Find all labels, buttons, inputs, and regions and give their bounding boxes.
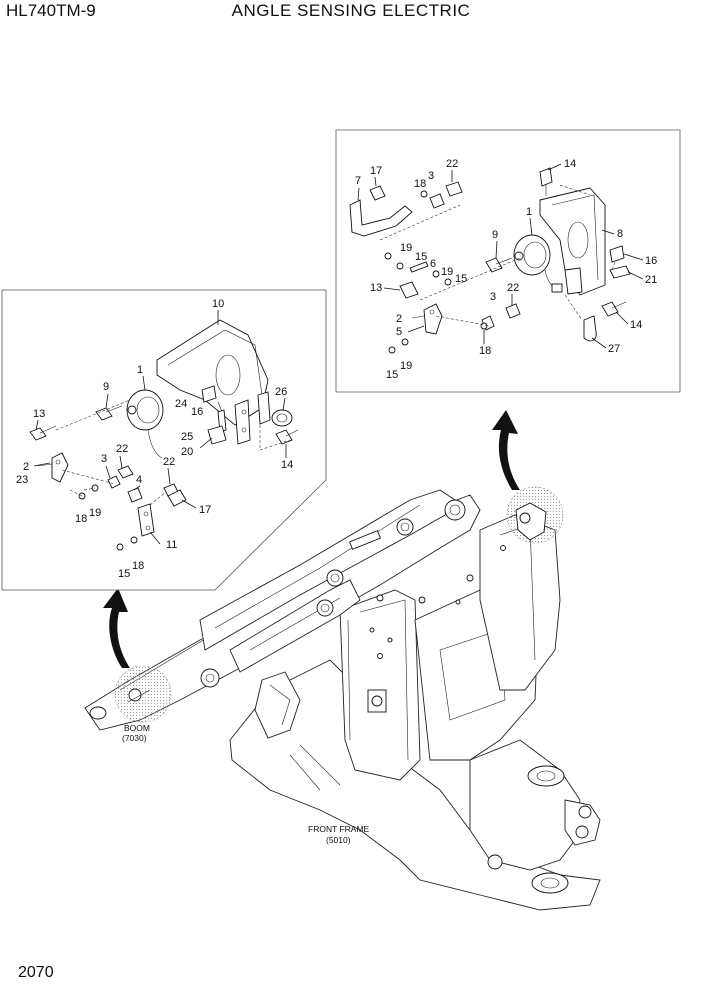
up-arrow-left [103, 588, 130, 668]
callout: 19 [400, 242, 412, 254]
callout: 9 [492, 229, 498, 241]
front-frame-drawing [229, 514, 601, 911]
callout: 22 [446, 158, 458, 170]
callout: 3 [428, 170, 434, 182]
callout: 21 [645, 274, 657, 286]
boom-drawing [84, 489, 481, 731]
left-detail-box [1, 289, 327, 591]
callout: 7 [355, 175, 361, 187]
callout: 9 [103, 381, 109, 393]
callout: 22 [507, 282, 519, 294]
callout: 17 [370, 165, 382, 177]
model-number: HL740TM-9 [6, 1, 96, 20]
sensor-on-frame [515, 502, 547, 541]
callout: 5 [396, 326, 402, 338]
callout: 18 [479, 345, 491, 357]
left-callouts: 10 1 9 13 24 16 26 25 20 14 22 3 2 23 22… [16, 298, 293, 580]
leader-lines [33, 163, 644, 545]
callout: 3 [101, 453, 107, 465]
callout: 23 [16, 474, 28, 486]
right-callouts: 17 7 3 18 22 14 1 8 9 19 15 6 19 15 16 2… [355, 158, 657, 381]
callout: 2 [23, 461, 29, 473]
front-frame-label: FRONT FRAME [308, 824, 370, 834]
right-detail-box [335, 129, 681, 393]
callout: 25 [181, 431, 193, 443]
callout: 14 [630, 319, 642, 331]
callout: 2 [396, 313, 402, 325]
callout: 19 [89, 507, 101, 519]
callout: 22 [163, 456, 175, 468]
callout: 16 [191, 406, 203, 418]
callout: 27 [608, 343, 620, 355]
callout: 1 [137, 364, 143, 376]
callout: 8 [617, 228, 623, 240]
callout: 13 [33, 408, 45, 420]
front-frame-ref: (5010) [326, 835, 351, 845]
callout: 6 [430, 258, 436, 270]
callout: 15 [386, 369, 398, 381]
callout: 11 [166, 539, 177, 551]
callout: 15 [455, 273, 467, 285]
callout: 14 [564, 158, 576, 170]
page-title: ANGLE SENSING ELECTRIC [231, 1, 471, 20]
callout: 18 [132, 560, 144, 572]
callout: 20 [181, 446, 193, 458]
callout: 18 [75, 513, 87, 525]
callout: 22 [116, 443, 128, 455]
callout: 15 [118, 568, 130, 580]
boom-ref: (7030) [122, 733, 147, 743]
callout: 19 [400, 360, 412, 372]
callout: 16 [645, 255, 657, 267]
boom-label: BOOM [124, 723, 150, 733]
callout: 10 [212, 298, 224, 310]
callout: 24 [175, 398, 187, 410]
callout: 18 [414, 178, 426, 190]
callout: 14 [281, 459, 293, 471]
callout: 1 [526, 206, 532, 218]
callout: 3 [490, 291, 496, 303]
callout: 17 [199, 504, 211, 516]
callout: 13 [370, 282, 382, 294]
callout: 15 [415, 251, 427, 263]
up-arrow-right [492, 410, 520, 490]
callout: 26 [275, 386, 287, 398]
callout: 19 [441, 266, 453, 278]
page-number: 2070 [18, 964, 54, 981]
callout: 4 [136, 474, 142, 486]
sensor-on-boom [127, 688, 151, 703]
